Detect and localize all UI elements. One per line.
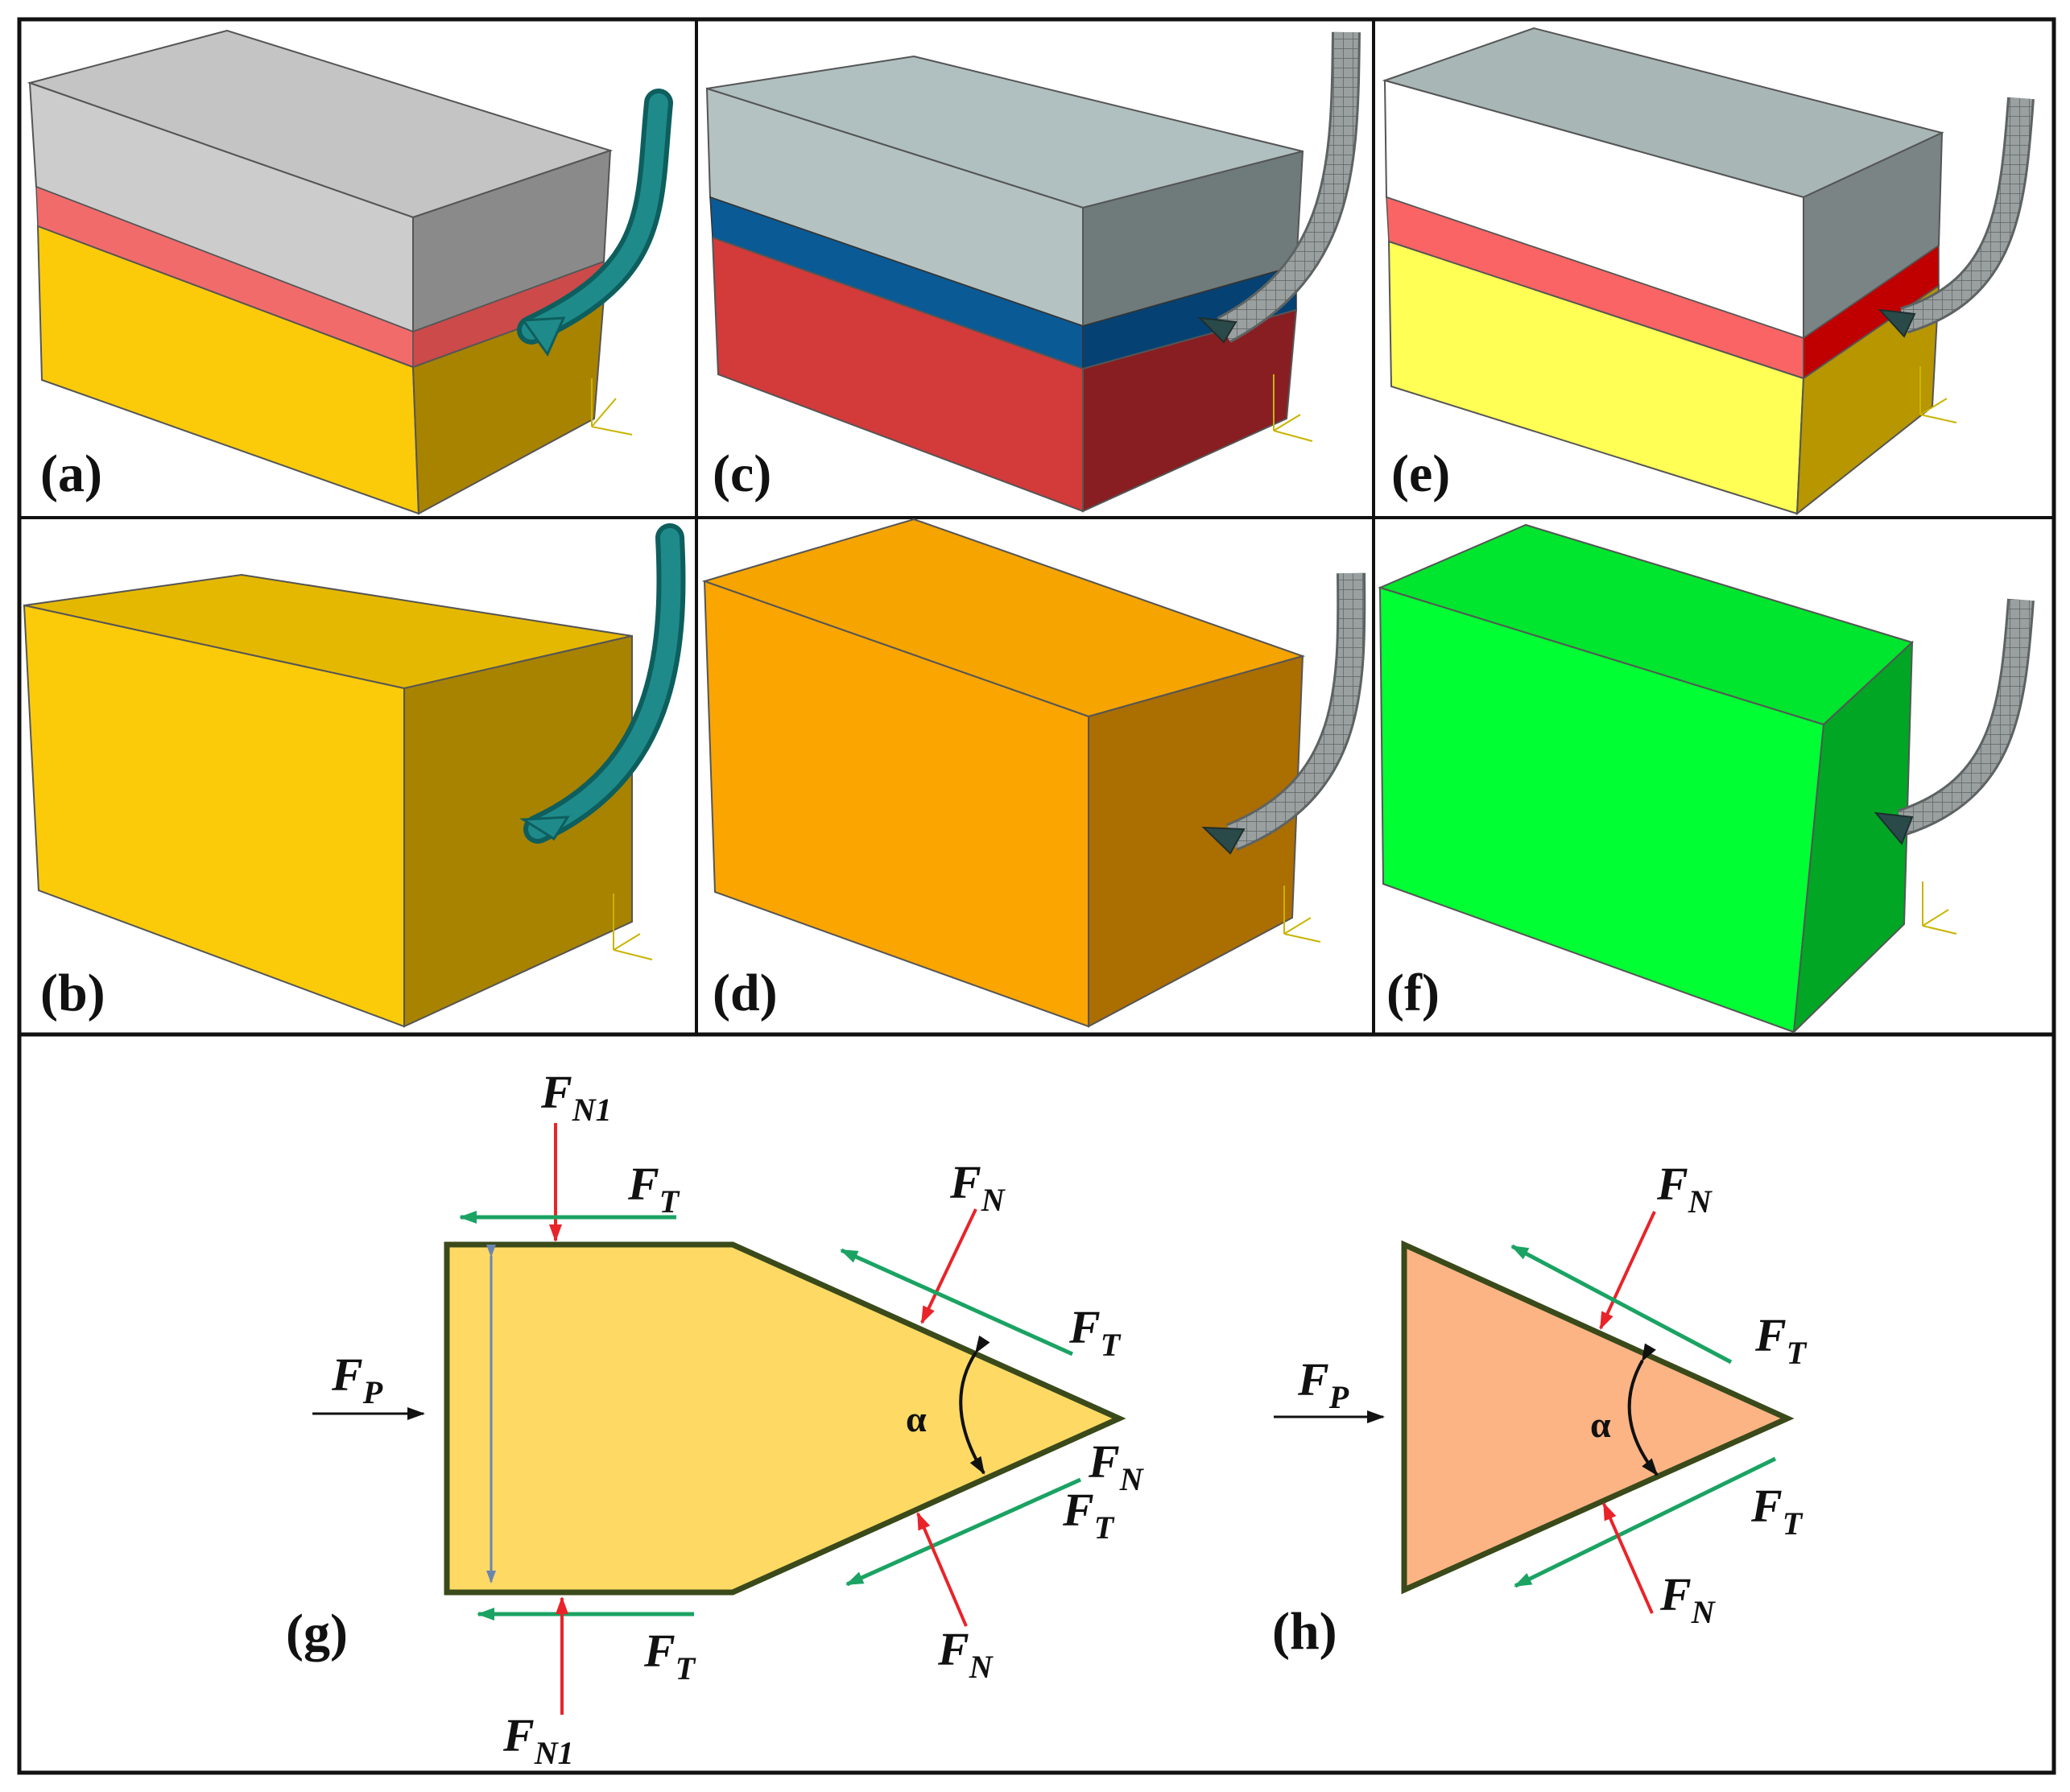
g-ft-upper-label: FT	[1068, 1301, 1122, 1363]
h-ft-lower-arrow	[1514, 1456, 1777, 1588]
g-fn-upper-label: FN	[949, 1156, 1006, 1218]
panel-f: (f)	[1378, 523, 2035, 1034]
diagram-h: FN FT FP α FT FN (h)	[1272, 1158, 1808, 1661]
diagram-g-shape	[444, 1241, 1126, 1596]
g-ft-bottom-label: FT	[643, 1625, 696, 1687]
frame	[17, 17, 2056, 1775]
g-ft-lower-arrow	[845, 1477, 1082, 1587]
g-fn-upper-arrow	[920, 1208, 977, 1324]
panel-e-tool	[1878, 97, 2035, 338]
diagram-h-label: (h)	[1272, 1602, 1337, 1661]
diagram-g-label: (g)	[286, 1604, 348, 1662]
panel-c: (c)	[705, 31, 1361, 513]
panel-d: (d)	[701, 518, 1366, 1028]
panel-c-tool	[1197, 31, 1361, 344]
g-fn-mid-label: FN	[1088, 1435, 1145, 1497]
panel-b: (b)	[23, 523, 686, 1028]
h-alpha-arc	[1627, 1343, 1659, 1476]
h-alpha-label: α	[1590, 1404, 1611, 1445]
g-alpha-arc	[959, 1335, 990, 1475]
panel-b-tool	[519, 523, 686, 844]
panel-d-tool	[1201, 572, 1366, 855]
h-fn-upper-label: FN	[1656, 1158, 1713, 1220]
panel-b-label: (b)	[40, 964, 105, 1022]
g-fn1-bottom-label: FN1	[502, 1709, 574, 1771]
panel-d-axis-triad	[1283, 886, 1321, 943]
h-fn-upper-arrow	[1599, 1211, 1656, 1330]
g-fn-lower-label: FN	[937, 1623, 994, 1685]
panel-a: (a)	[27, 29, 673, 515]
h-fp-label: FP	[1297, 1353, 1349, 1415]
g-ft-top-label: FT	[627, 1158, 680, 1220]
panel-a-label: (a)	[40, 444, 102, 503]
panel-f-tool	[1874, 598, 2035, 845]
panel-e-axis-triad	[1919, 366, 1957, 423]
g-fn-lower-arrow	[916, 1512, 968, 1627]
h-fn-lower-label: FN	[1659, 1568, 1717, 1630]
panel-f-label: (f)	[1386, 964, 1440, 1022]
panel-f-side-face	[1792, 640, 1914, 1034]
g-alpha-label: α	[906, 1398, 927, 1439]
h-ft-upper-arrow	[1510, 1244, 1733, 1365]
panel-a-axis-triad	[591, 378, 633, 436]
g-fp-label: FP	[331, 1348, 383, 1410]
panel-d-label: (d)	[713, 964, 778, 1022]
panel-a-tool	[517, 89, 673, 357]
g-ft-upper-arrow	[840, 1248, 1074, 1356]
panel-b-axis-triad	[613, 894, 653, 960]
diagram-h-shape	[1401, 1240, 1795, 1595]
g-fn1-top-label: FN1	[540, 1066, 612, 1128]
panel-e: (e)	[1382, 27, 2035, 516]
g-ft-mid-label: FT	[1062, 1484, 1115, 1546]
panel-f-axis-triad	[1922, 882, 1957, 935]
h-ft-upper-label: FT	[1754, 1309, 1808, 1371]
panel-e-label: (e)	[1391, 444, 1450, 503]
h-ft-lower-label: FT	[1750, 1480, 1804, 1542]
h-fn-lower-arrow	[1602, 1502, 1654, 1614]
panel-d-side-face	[1088, 654, 1304, 1028]
panel-c-label: (c)	[713, 444, 771, 503]
diagram-g: FN1 FT FN FT FP α FN FT FN FT FN1 (g)	[286, 1066, 1145, 1771]
panel-b-side-face	[403, 634, 633, 1028]
panel-c-axis-triad	[1273, 374, 1313, 442]
